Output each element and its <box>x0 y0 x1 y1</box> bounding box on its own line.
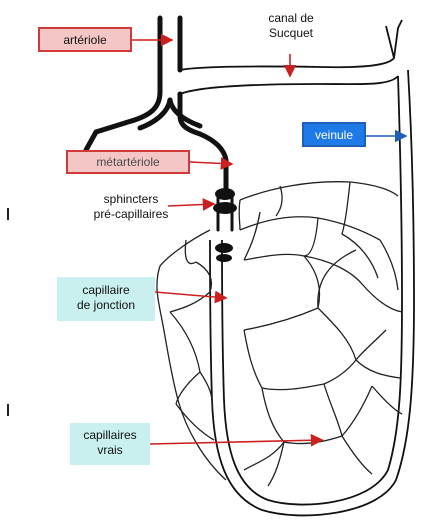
label-sphincters: sphincters pré-capillaires <box>86 192 176 222</box>
edge-mark-bottom <box>7 404 9 416</box>
label-veinule: veinule <box>302 122 366 147</box>
arrow-cap-jonction <box>155 292 226 298</box>
label-canal-line2: Sucquet <box>256 26 326 41</box>
label-canal-line1: canal de <box>256 11 326 26</box>
label-metarteriole: métartériole <box>66 150 190 174</box>
label-cap-vrais-line1: capillaires <box>76 428 144 443</box>
pointer-arrows <box>132 40 406 444</box>
label-veinule-text: veinule <box>315 128 353 142</box>
label-cap-jonction-line2: de jonction <box>63 298 149 313</box>
edge-mark-top <box>7 208 9 220</box>
label-metarteriole-text: métartériole <box>96 155 159 169</box>
label-sphincters-line1: sphincters <box>86 192 176 207</box>
label-cap-jonction-line1: capillaire <box>63 283 149 298</box>
label-arteriole: artériole <box>38 27 132 52</box>
label-capillaire-jonction: capillaire de jonction <box>57 277 155 321</box>
label-sphincters-line2: pré-capillaires <box>86 207 176 222</box>
label-arteriole-text: artériole <box>63 33 106 47</box>
label-cap-vrais-line2: vrais <box>76 443 144 458</box>
label-canal-sucquet: canal de Sucquet <box>256 11 326 41</box>
label-capillaires-vrais: capillaires vrais <box>70 423 150 465</box>
